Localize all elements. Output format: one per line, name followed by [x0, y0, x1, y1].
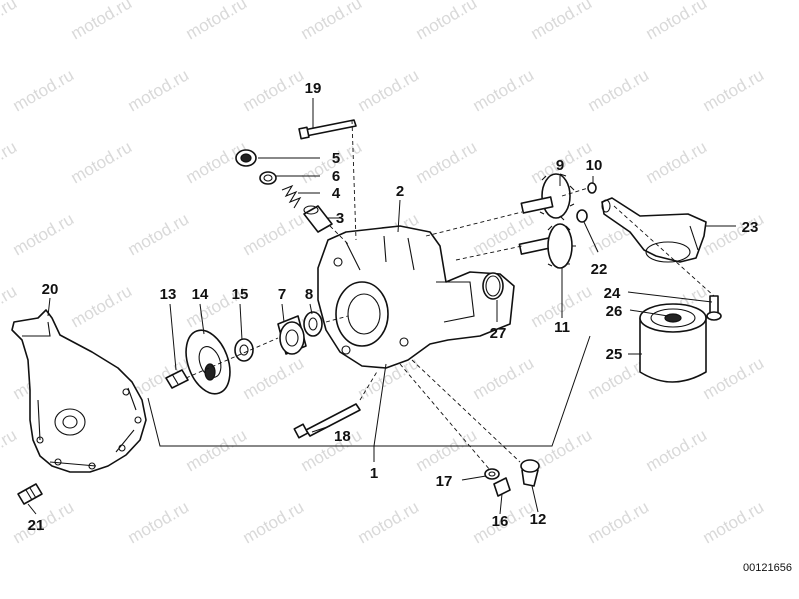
part-15-bushing	[234, 338, 254, 362]
watermark-text: motod.ru	[413, 137, 481, 187]
watermark-text: motod.ru	[700, 65, 768, 115]
part-12-plug	[520, 459, 540, 487]
watermark-text: motod.ru	[240, 65, 308, 115]
callout-22: 22	[591, 261, 608, 278]
part-14-impeller	[185, 329, 231, 395]
watermark-text: motod.ru	[240, 209, 308, 259]
part-3-piston	[303, 205, 333, 233]
watermark-text: motod.ru	[413, 425, 481, 475]
callout-labels: 19 5 6 4 3 2 9 10 23 22 24 26 25 11 27 7…	[28, 80, 759, 534]
diagram-reference-number: 00121656	[743, 562, 792, 574]
watermark-text: motod.ru	[125, 65, 193, 115]
callout-1: 1	[370, 465, 378, 482]
callout-10: 10	[586, 157, 603, 174]
watermark-text: motod.ru	[183, 425, 251, 475]
callout-14: 14	[192, 286, 209, 303]
watermark-text: motod.ru	[10, 209, 78, 259]
watermark-text: motod.ru	[585, 65, 653, 115]
watermark-text: motod.ru	[470, 353, 538, 403]
watermark-text: motod.ru	[355, 65, 423, 115]
callout-23: 23	[742, 219, 759, 236]
watermark-text: motod.ru	[528, 0, 596, 43]
callout-27: 27	[490, 325, 507, 342]
part-25-oil-filter	[639, 303, 707, 383]
watermark-text: motod.ru	[413, 0, 481, 43]
part-7-bearing	[277, 315, 307, 355]
callout-4: 4	[332, 185, 341, 202]
part-22-washer	[576, 209, 588, 223]
callout-13: 13	[160, 286, 177, 303]
watermark-text: motod.ru	[68, 281, 136, 331]
watermark-text: motod.ru	[68, 0, 136, 43]
watermark-text: motod.ru	[700, 497, 768, 547]
callout-16: 16	[492, 513, 509, 530]
watermark-text: motod.ru	[643, 137, 711, 187]
part-20-timing-cover	[11, 309, 147, 473]
part-5-plug	[235, 149, 257, 167]
callout-5: 5	[332, 150, 340, 167]
callout-12: 12	[530, 511, 547, 528]
watermark-text: motod.ru	[0, 0, 20, 43]
callout-18: 18	[334, 428, 351, 445]
part-24-bolt	[706, 295, 722, 321]
watermark-text: motod.ru	[298, 0, 366, 43]
callout-8: 8	[305, 286, 313, 303]
watermark-text: motod.ru	[125, 497, 193, 547]
callout-17: 17	[436, 473, 453, 490]
callout-20: 20	[42, 281, 59, 298]
assembly-lines	[185, 119, 715, 471]
callout-3: 3	[336, 210, 344, 227]
part-9-gear	[520, 173, 575, 221]
callout-25: 25	[606, 346, 623, 363]
part-18-bolt	[293, 403, 361, 439]
part-27-o-ring	[482, 272, 504, 300]
watermark-text: motod.ru	[355, 497, 423, 547]
part-16-cap	[493, 477, 511, 497]
callout-19: 19	[305, 80, 322, 97]
watermark-text: motod.ru	[0, 425, 20, 475]
callout-15: 15	[232, 286, 249, 303]
callout-21: 21	[28, 517, 45, 534]
part-13-bolt	[165, 369, 189, 389]
callout-11: 11	[554, 319, 570, 336]
part-21-screw	[17, 483, 43, 505]
callout-7: 7	[278, 286, 286, 303]
callout-2: 2	[396, 183, 404, 200]
callout-6: 6	[332, 168, 340, 185]
part-11-gear-shaft	[518, 223, 576, 269]
part-17-washer	[484, 468, 500, 480]
leader-lines	[27, 98, 736, 515]
callout-26: 26	[606, 303, 623, 320]
watermark-text: motod.ru	[643, 425, 711, 475]
watermark-text: motod.ru	[240, 497, 308, 547]
watermark-text: motod.ru	[68, 137, 136, 187]
watermark-text: motod.ru	[0, 137, 20, 187]
part-23-oil-pipe	[601, 197, 707, 263]
watermark-text: motod.ru	[700, 353, 768, 403]
part-4-spring	[281, 184, 302, 209]
part-10-circlip	[587, 182, 597, 194]
watermark-text: motod.ru	[240, 353, 308, 403]
watermark-text: motod.ru	[125, 209, 193, 259]
watermark-text: motod.ru	[183, 0, 251, 43]
watermark-text: motod.ru	[643, 0, 711, 43]
callout-24: 24	[604, 285, 621, 302]
part-8-seal	[303, 311, 323, 337]
watermark-text: motod.ru	[10, 65, 78, 115]
part-2-pump-housing	[317, 225, 515, 369]
part-6-ring	[259, 171, 277, 185]
watermark-text: motod.ru	[585, 497, 653, 547]
part-19-bolt	[298, 119, 357, 140]
callout-9: 9	[556, 157, 564, 174]
watermark-text: motod.ru	[470, 65, 538, 115]
